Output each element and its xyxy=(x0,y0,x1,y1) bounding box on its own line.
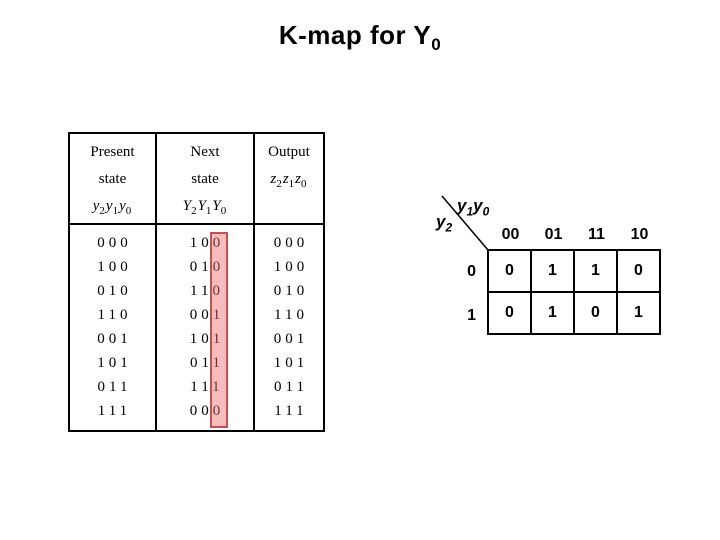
output-cell: 011 xyxy=(274,379,308,395)
output-column-body: 000 100 010 110 001 101 011 111 xyxy=(255,225,323,430)
next-column-header: Next state Y2Y1Y0 xyxy=(157,134,253,225)
column-header-line1: Present xyxy=(90,144,135,160)
output-column: Output z2z1z0 000 100 010 110 001 101 01… xyxy=(253,134,323,430)
output-cell: 000 xyxy=(273,235,309,251)
y0-column-highlight xyxy=(210,232,228,428)
kmap-cell: 0 xyxy=(575,293,618,335)
kmap-col-header: 10 xyxy=(630,226,649,243)
present-cell: 000 xyxy=(97,235,132,251)
kmap-row-label: 1 xyxy=(467,307,476,324)
kmap-col-header: 00 xyxy=(501,226,520,243)
kmap-cell: 1 xyxy=(575,251,618,293)
output-cell: 110 xyxy=(274,307,308,323)
present-cell: 100 xyxy=(97,259,132,275)
kmap-cell: 0 xyxy=(618,251,661,293)
column-header-line1: Next xyxy=(190,144,220,160)
kmap-column-variables-label: y1y0 xyxy=(457,196,490,219)
kmap-cell: 1 xyxy=(532,293,575,335)
present-cell: 101 xyxy=(97,355,132,371)
output-cell: 111 xyxy=(274,403,308,419)
next-state-vars: Y2Y1Y0 xyxy=(182,198,227,217)
output-cell: 101 xyxy=(273,355,309,371)
kmap-column-headers: 00 01 11 10 xyxy=(489,226,661,244)
present-state-column: Present state y2y1y0 000 100 010 110 001… xyxy=(70,134,155,430)
kmap-cell: 1 xyxy=(532,251,575,293)
output-cell: 010 xyxy=(273,283,309,299)
column-header-line1: Output xyxy=(268,144,310,160)
next-column-body: 100 010 110 001 101 011 111 000 xyxy=(157,225,253,430)
kmap-cell: 0 xyxy=(489,293,532,335)
next-cell: 111 xyxy=(190,379,224,395)
next-cell: 000 xyxy=(189,403,225,419)
next-cell: 101 xyxy=(189,331,225,347)
output-vars: z2z1z0 xyxy=(270,171,307,190)
title-text: K-map for Y xyxy=(278,20,432,50)
column-header-line2: state xyxy=(98,171,127,187)
present-column-header: Present state y2y1y0 xyxy=(70,134,155,225)
column-header-line2: state xyxy=(191,171,219,187)
present-cell: 001 xyxy=(97,331,132,347)
kmap-row-label: 0 xyxy=(467,263,476,280)
kmap-col-header: 01 xyxy=(544,226,563,243)
kmap-grid: 0 1 1 0 0 1 0 1 xyxy=(487,249,661,335)
kmap-cell: 0 xyxy=(489,251,532,293)
kmap-col-header: 11 xyxy=(588,226,605,243)
title-subscript: 0 xyxy=(431,35,442,54)
state-table: Present state y2y1y0 000 100 010 110 001… xyxy=(68,132,325,432)
next-cell: 011 xyxy=(190,355,224,371)
kmap-row-variable-label: y2 xyxy=(436,212,453,235)
next-cell: 100 xyxy=(189,235,225,251)
kmap-diagonal-line xyxy=(441,195,489,251)
output-cell: 001 xyxy=(273,331,309,347)
next-cell: 001 xyxy=(189,307,225,323)
next-cell: 110 xyxy=(190,283,224,299)
next-cell: 010 xyxy=(189,259,225,275)
present-state-vars: y2y1y0 xyxy=(92,198,132,217)
present-column-body: 000 100 010 110 001 101 011 111 xyxy=(70,225,155,430)
output-column-header: Output z2z1z0 xyxy=(255,134,323,225)
present-cell: 011 xyxy=(97,379,132,395)
present-cell: 010 xyxy=(97,283,132,299)
present-cell: 110 xyxy=(97,307,132,323)
output-cell: 100 xyxy=(273,259,309,275)
slide-title: K-map for Y0 xyxy=(0,20,720,55)
next-state-column: Next state Y2Y1Y0 100 010 110 001 101 01… xyxy=(155,134,253,430)
present-cell: 111 xyxy=(97,403,132,419)
kmap-cell: 1 xyxy=(618,293,661,335)
